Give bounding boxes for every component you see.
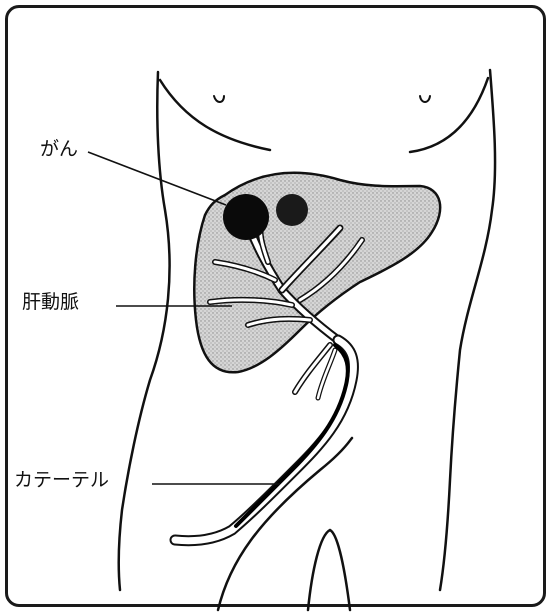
torso-outline [119, 70, 495, 590]
nipples [214, 96, 430, 102]
label-cancer: がん [40, 140, 78, 159]
tumor-large [223, 194, 269, 240]
label-catheter: カテーテル [14, 471, 109, 490]
label-hepatic-artery: 肝動脈 [22, 293, 79, 312]
tumor-small [276, 194, 308, 226]
